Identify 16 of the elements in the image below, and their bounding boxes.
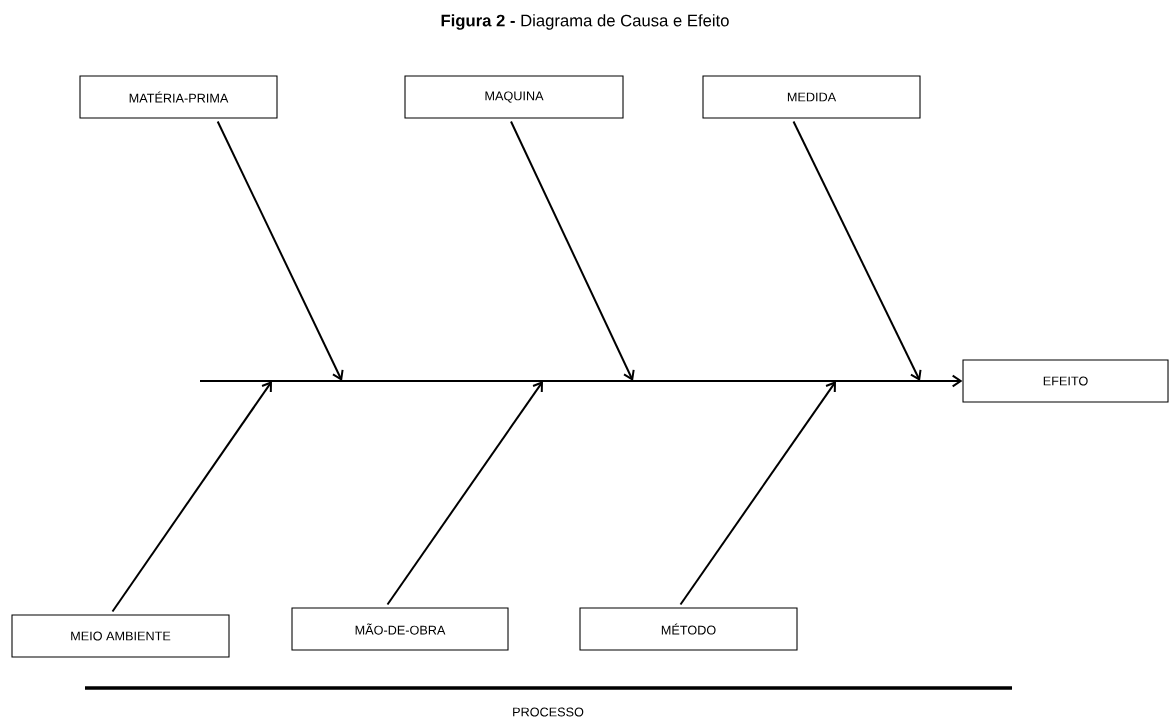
cause-arrow [679,381,836,606]
cause-box: MÉTODO [579,607,798,651]
spine-arrow [199,374,963,388]
cause-arrow [792,120,922,381]
cause-arrow [510,120,635,381]
process-label: PROCESSO [513,707,584,717]
cause-box: EFEITO [962,359,1169,403]
cause-box: MÃO-DE-OBRA [291,607,509,651]
cause-arrow [111,381,272,613]
cause-box: MATÉRIA-PRIMA [79,75,278,119]
cause-box: MEDIDA [702,75,921,119]
cause-arrow [386,381,543,606]
cause-box: MAQUINA [404,75,624,119]
title: Figura 2 - Diagrama de Causa e Efeito [441,14,729,30]
cause-box: MEIO AMBIENTE [11,614,230,658]
cause-arrow [216,120,344,381]
